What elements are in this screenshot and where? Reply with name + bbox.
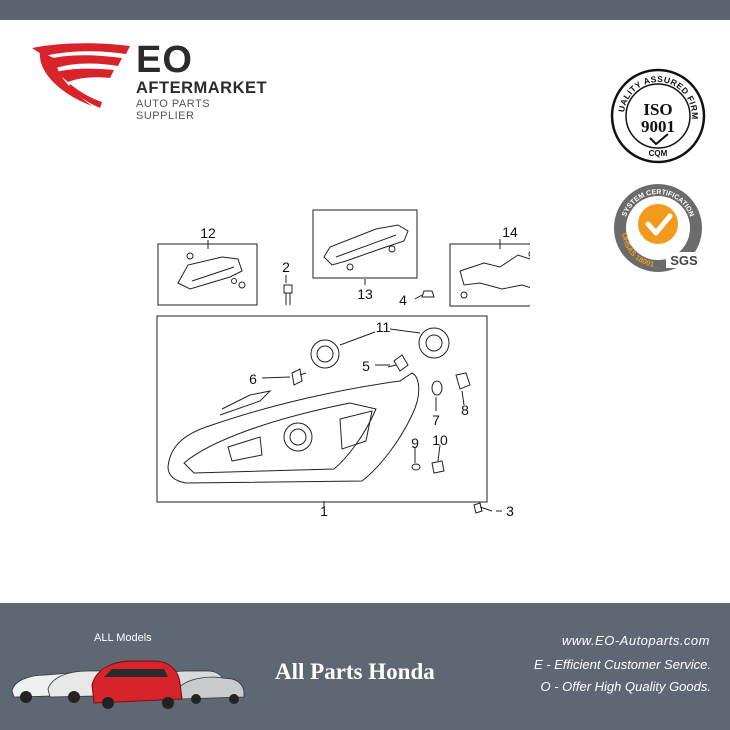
callout-11: 11	[376, 319, 391, 335]
callout-1: 1	[320, 503, 328, 519]
eo-wing-logo-icon	[32, 43, 130, 108]
seal-left-icon	[310, 339, 340, 369]
bracket-13-icon	[323, 224, 409, 266]
callout-12: 12	[200, 225, 216, 241]
sgs-label: SGS	[670, 253, 698, 268]
callout-5: 5	[362, 358, 370, 374]
website-link[interactable]: www.EO-Autoparts.com	[562, 633, 710, 648]
bracket-12-icon	[177, 256, 243, 290]
part-box-12	[157, 243, 258, 306]
honda-cars-lineup-icon	[11, 660, 245, 709]
iso-9001-badge-icon: QUALITY ASSURED FIRM ISO 9001 CQM	[610, 68, 706, 164]
headlight-parts-diagram: 12 2 13 14 4 11 5 6 7 8 9 10 1 3	[156, 209, 530, 519]
callout-13: 13	[357, 286, 373, 302]
brand-name: EO	[136, 39, 193, 81]
callout-8: 8	[461, 402, 469, 418]
screw-2-icon	[283, 284, 293, 305]
callout-9: 9	[411, 435, 419, 451]
bulb-7-icon	[431, 380, 443, 396]
part-box-14	[449, 243, 530, 307]
clip-9-icon	[411, 463, 421, 471]
brand-subtitle: AUTO PARTS SUPPLIER	[136, 98, 211, 122]
headlight-lens-icon	[167, 372, 420, 484]
socket-8-icon	[455, 372, 471, 390]
brand-logo: EO AFTERMARKET AUTO PARTS SUPPLIER	[30, 38, 270, 122]
callout-2: 2	[282, 259, 290, 275]
bulb-6-icon	[291, 368, 307, 386]
callout-6: 6	[249, 371, 257, 387]
callout-10: 10	[432, 432, 448, 448]
headlight-assembly-box	[156, 315, 488, 503]
footer-title: All Parts Honda	[275, 659, 435, 684]
iso-number: 9001	[641, 117, 675, 136]
callout-14: 14	[502, 224, 518, 240]
slogan-efficient: E - Efficient Customer Service.	[534, 657, 711, 672]
bracket-14-icon	[459, 254, 530, 290]
clip-4-icon	[421, 290, 435, 298]
all-models-label: ALL Models	[94, 632, 152, 644]
callout-7: 7	[432, 412, 440, 428]
seal-right-icon	[418, 327, 450, 359]
part-box-13	[312, 209, 418, 279]
iso-label: ISO	[643, 100, 672, 119]
footer-banner: ALL Models All Parts Honda www.EO-Autopa…	[0, 603, 730, 730]
screw-3-icon	[473, 502, 493, 514]
callout-4: 4	[399, 292, 407, 308]
socket-10-icon	[431, 460, 445, 474]
bulb-5-icon	[387, 354, 409, 372]
ohsas-sgs-badge-icon: SYSTEM CERTIFICATION OHSAS 18001 SGS	[614, 184, 702, 272]
callout-3: 3	[506, 503, 514, 519]
top-bar	[0, 0, 730, 20]
slogan-offer: O - Offer High Quality Goods.	[540, 679, 711, 694]
brand-tagline: AFTERMARKET	[136, 79, 268, 97]
cqm-label: CQM	[649, 149, 668, 158]
